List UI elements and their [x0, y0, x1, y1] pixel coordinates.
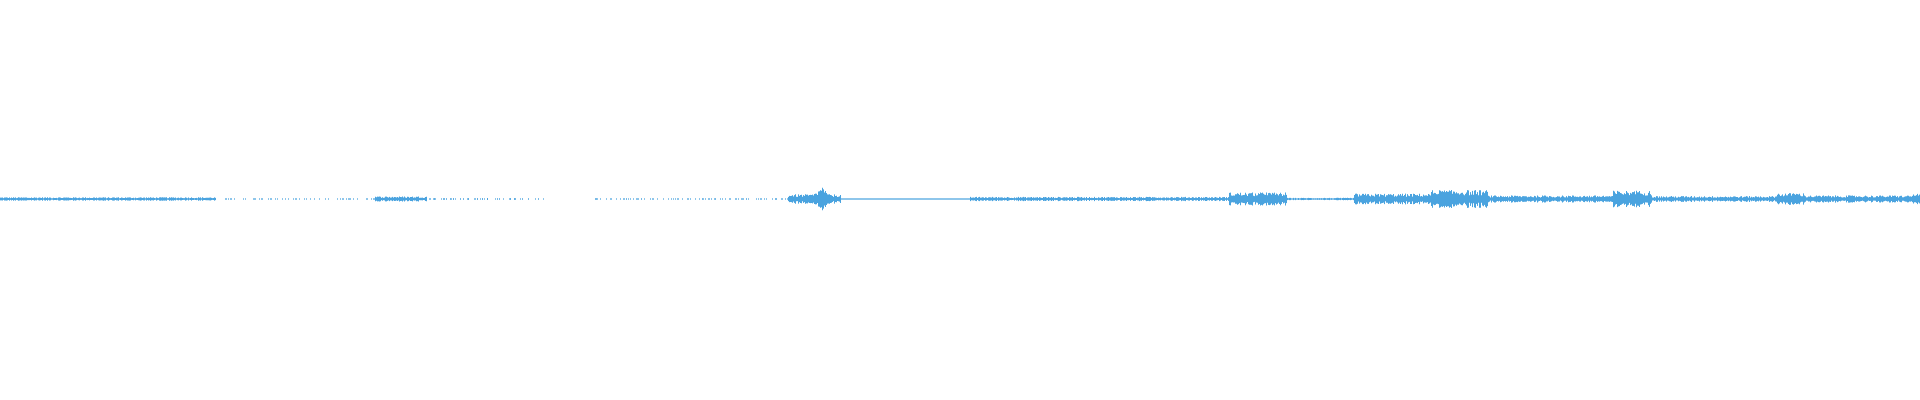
- waveform-bars: [0, 187, 1920, 211]
- waveform-amplitude-path: [0, 187, 1920, 211]
